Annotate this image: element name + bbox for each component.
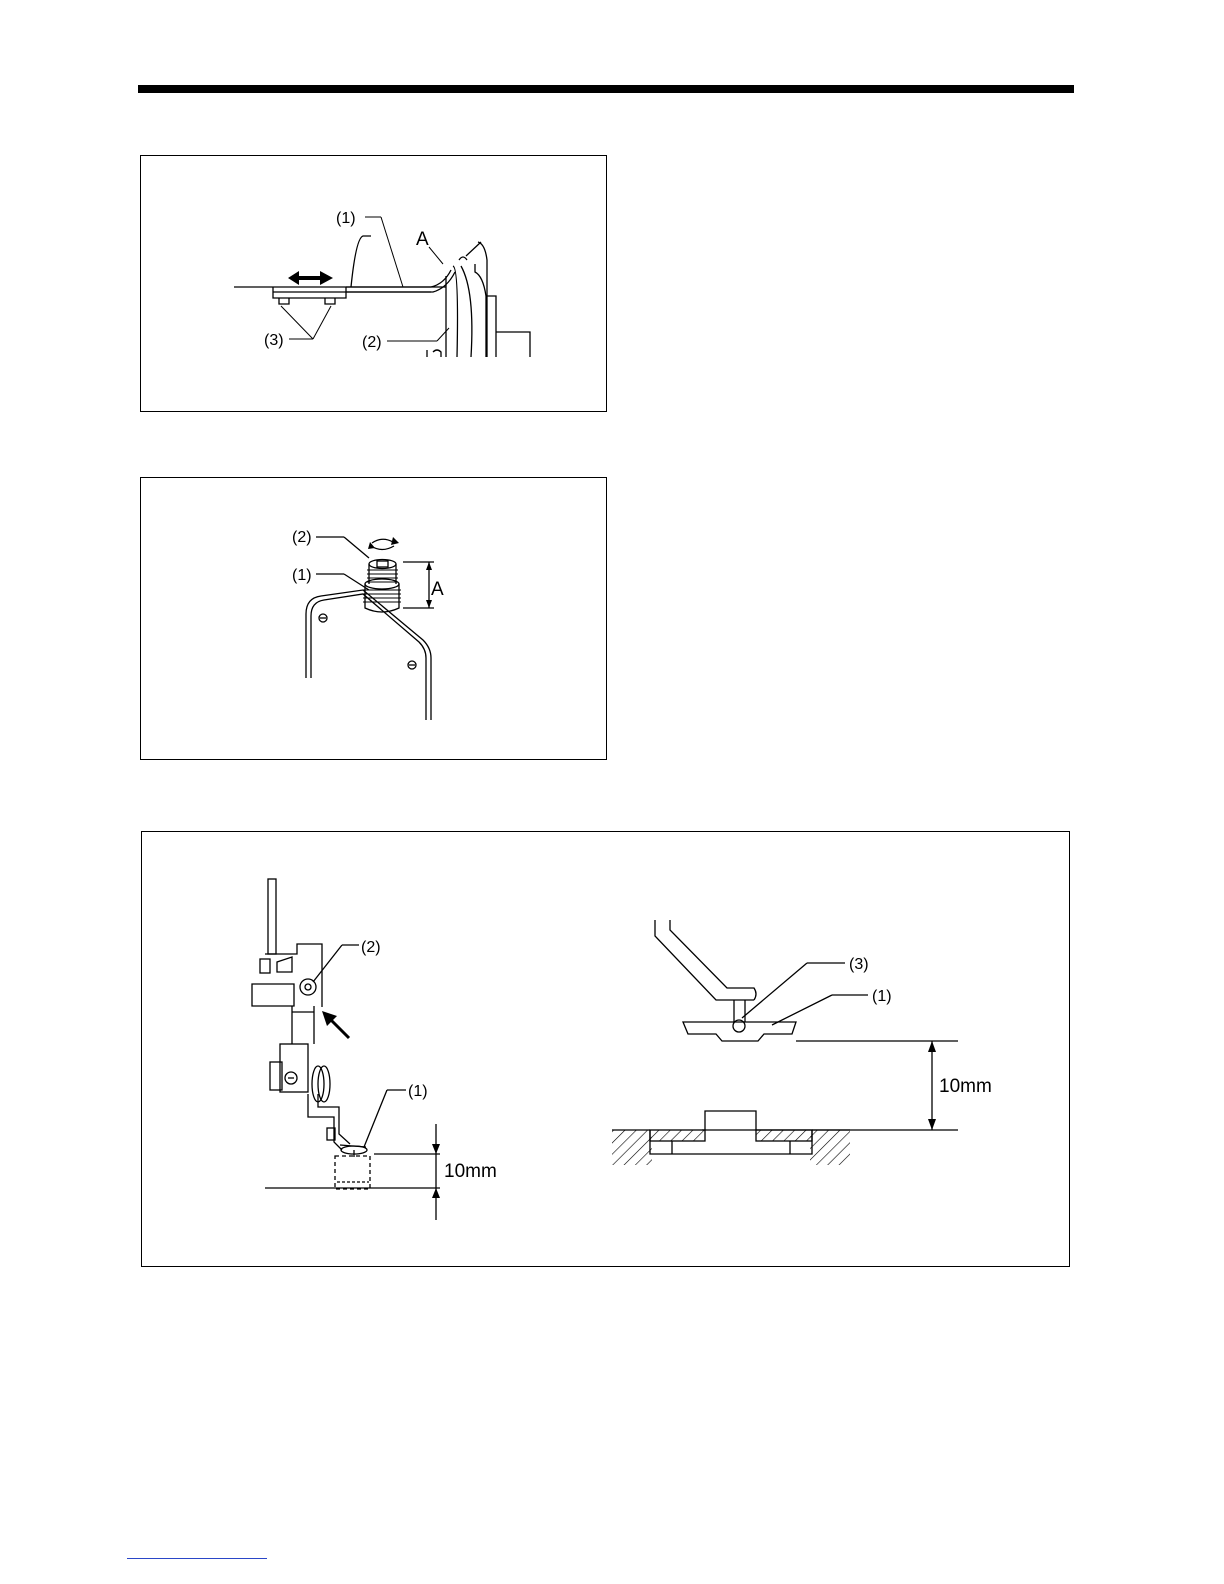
figure-3-left-label-1: (1)	[408, 1083, 428, 1100]
figure-1-label-1: (1)	[336, 210, 356, 227]
figure-2-label-a: A	[431, 579, 444, 600]
figure-3-frame: (2) (1) 10mm	[141, 831, 1070, 1267]
double-arrow-icon	[288, 271, 333, 285]
figure-2-label-1: (1)	[292, 567, 312, 584]
pointer-arrow-icon	[322, 1011, 349, 1038]
figure-1-label-2: (2)	[362, 334, 382, 351]
figure-3-left-mechanism	[252, 879, 440, 1220]
figure-3-drawing: (2) (1) 10mm	[142, 832, 1071, 1268]
figure-1-frame: (1) A (3) (2)	[140, 155, 607, 412]
figure-3-left-label-2: (2)	[361, 939, 381, 956]
figure-3-right-label-1: (1)	[872, 988, 892, 1005]
figure-3-right-base	[612, 1130, 850, 1165]
figure-3-right-mechanism	[655, 920, 958, 1130]
header-rule	[138, 85, 1074, 93]
figure-2-label-2: (2)	[292, 529, 312, 546]
footer-link-line[interactable]	[127, 1558, 267, 1559]
figure-1-drawing: (1) A (3) (2)	[141, 156, 608, 413]
figure-1-label-a: A	[416, 229, 429, 250]
figure-1-label-3: (3)	[264, 332, 284, 349]
figure-2-frame: (2) (1) A	[140, 477, 607, 760]
figure-3-right-dimension: 10mm	[939, 1076, 992, 1097]
figure-3-right-label-3: (3)	[849, 956, 869, 973]
figure-3-left-dimension: 10mm	[444, 1161, 497, 1182]
figure-2-drawing: (2) (1) A	[141, 478, 608, 761]
